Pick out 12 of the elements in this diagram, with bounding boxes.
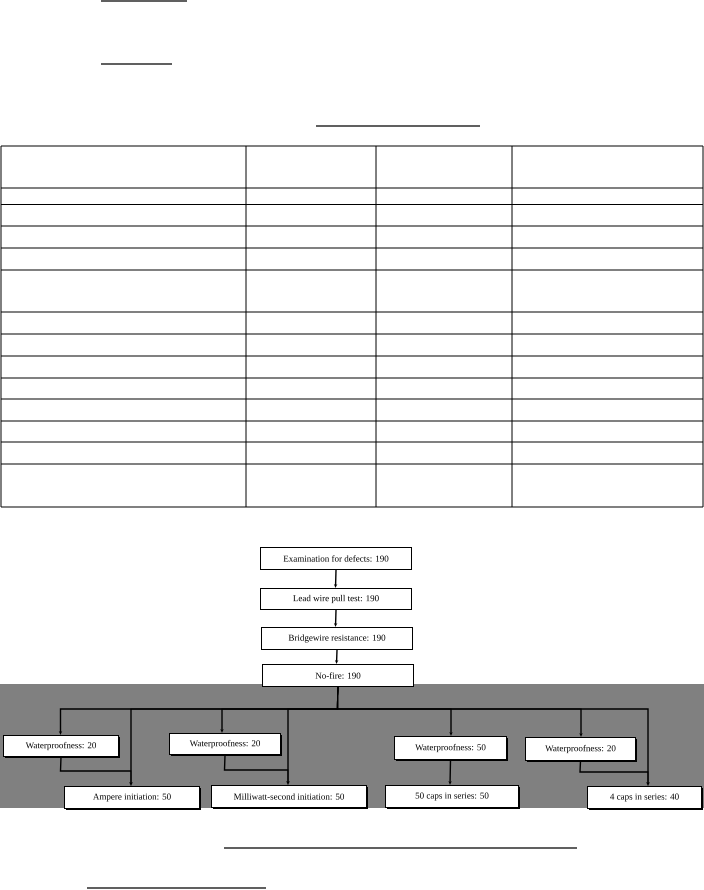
process-box: Ampere initiation: 50	[64, 786, 201, 810]
process-box: Milliwatt-second initiation: 50	[211, 785, 368, 809]
process-box: Examination for defects: 190	[260, 547, 412, 570]
process-box: Waterproofness: 20	[3, 735, 120, 758]
process-box: Waterproofness: 20	[169, 733, 282, 756]
process-box: Waterproofness: 50	[394, 736, 508, 761]
process-box: Waterproofness: 20	[525, 737, 637, 762]
process-box: Bridgewire resistance: 190	[261, 627, 413, 650]
process-box: 50 caps in series: 50	[385, 785, 520, 809]
process-box: Lead wire pull test: 190	[260, 588, 412, 610]
process-box: No-fire: 190	[262, 664, 414, 687]
process-box: 4 caps in series: 40	[587, 786, 703, 810]
